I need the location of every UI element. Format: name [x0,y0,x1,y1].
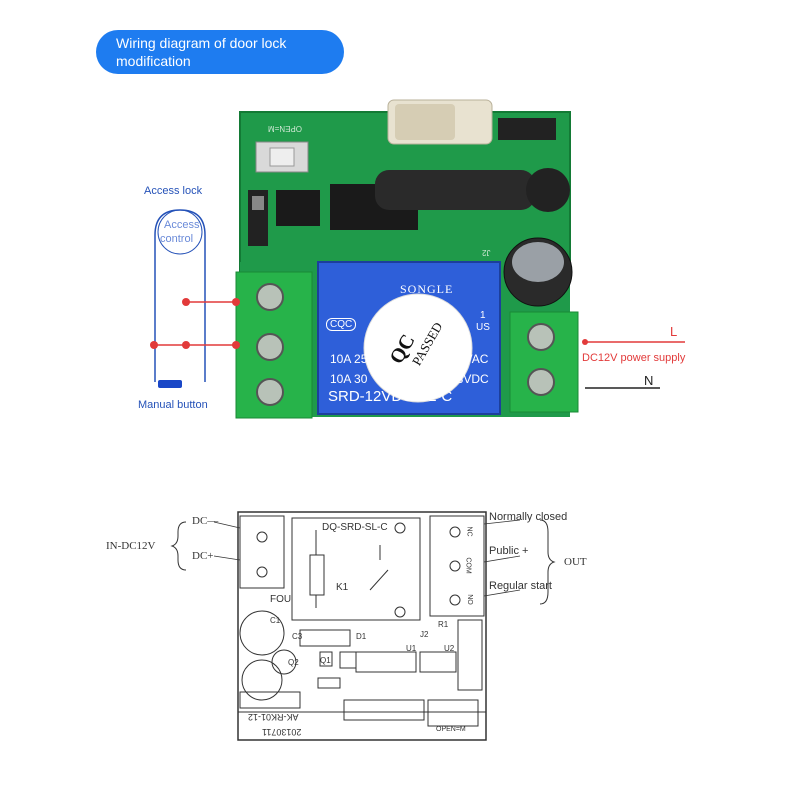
terminal-screw-3 [256,378,284,406]
schem-in-dc12v: IN-DC12V [106,540,156,552]
schem-q2: Q2 [288,658,299,667]
schem-u1: U1 [406,644,417,653]
schem-capacitor-c1 [239,610,285,656]
schem-c3: C3 [292,632,303,641]
label-access-control-2: control [160,233,194,245]
title-banner: Wiring diagram of door lock modification [96,30,344,74]
brace-right [539,519,556,605]
schem-u2: U2 [444,644,455,653]
title-line-2: modification [116,53,191,69]
relay-rating-2: 10A 30 [330,372,368,386]
schem-open: OPEN=M [436,726,466,733]
schem-dc-plus: DC+ [192,550,214,562]
schem-nc: NC [465,526,473,537]
title-line-1: Wiring diagram of door lock [116,35,287,51]
schem-dc-minus: DC— [192,515,219,527]
relay-cqc: CQC [326,318,357,331]
schem-relay [291,517,421,621]
schematic-board-outline [237,511,487,741]
brace-left [170,521,187,571]
schem-board-id: AK-RK01-12 [248,712,299,722]
schem-no: NO [465,594,473,605]
label-N: N [644,373,654,388]
terminal-screw-2 [256,333,284,361]
relay-rating-1: 10A 25 [330,352,368,366]
schem-terminal-right [429,515,485,617]
antenna-coil [375,170,535,210]
relay-us-1: 1 [480,310,486,321]
board-open-label: OPEN=M [268,124,303,133]
schem-k1: K1 [336,582,349,593]
schem-d1: D1 [356,632,367,641]
schem-out: OUT [564,556,587,568]
label-access-control-1: Access [164,219,200,231]
schem-c1: C1 [270,616,281,625]
label-L: L [670,324,678,339]
ic-chip-small [276,190,320,226]
relay-model: SRD-12VDC-SL-C [328,388,453,405]
capacitor-1 [526,168,570,212]
schem-relay-model: DQ-SRD-SL-C [322,522,388,533]
header-pins [498,118,556,140]
terminal-screw-4 [527,323,555,351]
schem-terminal-left [239,515,285,589]
label-manual-button: Manual button [138,399,208,411]
board-j2-label: J2 [482,248,491,257]
schem-com: COM [464,557,472,574]
label-access-lock: Access lock [144,185,203,197]
schem-public-plus: Public + [489,545,529,557]
schem-q1: Q1 [320,656,331,665]
schem-regular-start: Regular start [489,580,552,592]
label-power-supply: DC12V power supply [582,352,686,364]
relay-rating-2-end: 28VDC [450,372,489,386]
terminal-screw-1 [256,283,284,311]
schem-fou: FOU [270,594,292,605]
terminal-screw-5 [527,368,555,396]
relay-rating-1-end: 5VAC [458,352,489,366]
schem-normally-closed: Normally closed [489,511,568,523]
schem-date: 20130711 [262,727,302,737]
manual-button [158,380,182,388]
schem-r1: R1 [438,620,449,629]
qc-sticker [363,293,473,403]
schem-ic-u1 [355,651,417,673]
schem-ic-u2 [419,651,457,673]
schem-j2: J2 [420,630,429,639]
relay-brand: SONGLE [400,282,454,296]
relay-us: US [476,322,490,333]
